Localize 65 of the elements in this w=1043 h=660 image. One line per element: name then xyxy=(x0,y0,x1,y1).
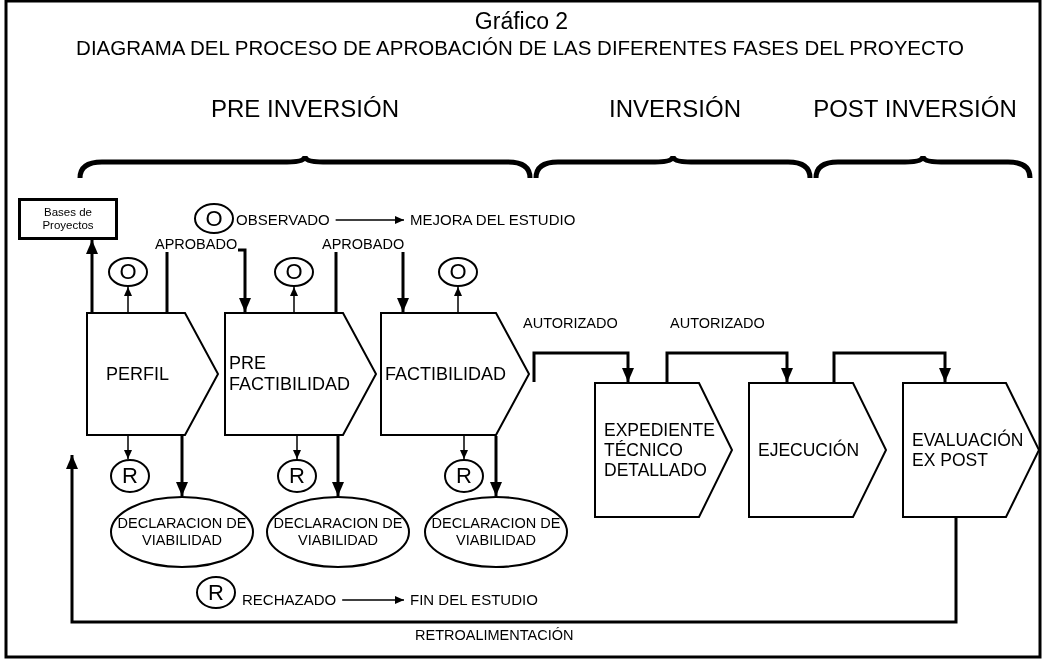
phase-name: EJECUCIÓN xyxy=(758,439,860,461)
phase-name: PRE FACTIBILIDAD xyxy=(229,353,352,395)
status-ellipse xyxy=(444,459,484,493)
phase-label: INVERSIÓN xyxy=(608,94,742,124)
phase-name: EXPEDIENTE TÉCNICO DETALLADO xyxy=(604,419,716,481)
box-text: Bases de Proyectos xyxy=(41,205,95,233)
status-ellipse xyxy=(108,257,148,287)
edge-label: AUTORIZADO xyxy=(522,315,619,331)
status-ellipse xyxy=(274,257,314,287)
arrow xyxy=(66,455,958,624)
status-ellipse xyxy=(194,203,234,234)
edge-label: APROBADO xyxy=(321,236,406,252)
status-letter: O xyxy=(205,205,223,232)
phase-name: EVALUACIÓN EX POST xyxy=(912,429,1025,471)
phase-pentagon xyxy=(902,382,1040,518)
arrow xyxy=(332,436,344,496)
status-ellipse xyxy=(424,496,568,568)
arrow xyxy=(454,286,462,313)
edge-label: RETROALIMENTACIÓN xyxy=(414,627,575,643)
key-text: OBSERVADO xyxy=(236,211,330,229)
phase-pentagon xyxy=(594,382,733,518)
status-ellipse xyxy=(110,496,254,568)
arrow xyxy=(341,596,405,604)
arrow xyxy=(290,286,298,313)
status-ellipse xyxy=(438,257,478,287)
status-letter: R xyxy=(289,463,305,489)
status-ellipse xyxy=(196,576,236,609)
phase-pentagon xyxy=(86,312,219,436)
diagram-title: Gráfico 2 xyxy=(473,8,570,35)
status-letter: R xyxy=(208,579,224,606)
phase-label: PRE INVERSIÓN xyxy=(209,94,400,124)
status-letter: O xyxy=(119,259,137,285)
arrow xyxy=(490,436,502,496)
arrow xyxy=(124,435,132,460)
arrow xyxy=(532,351,634,382)
status-ellipse xyxy=(110,459,150,493)
status-letter: O xyxy=(449,259,467,285)
arrow xyxy=(124,286,132,313)
key-text: FIN DEL ESTUDIO xyxy=(410,591,538,609)
phase-name: FACTIBILIDAD xyxy=(385,363,507,385)
status-letter: O xyxy=(285,259,303,285)
status-letter: R xyxy=(122,463,138,489)
arrow xyxy=(460,435,468,460)
status-ellipse xyxy=(277,459,317,493)
source-box xyxy=(18,198,118,240)
status-ellipse xyxy=(266,496,410,568)
key-text: MEJORA DEL ESTUDIO xyxy=(410,211,576,229)
arrow xyxy=(176,436,188,496)
edge-label: AUTORIZADO xyxy=(669,315,766,331)
phase-pentagon xyxy=(224,312,377,436)
key-text: RECHAZADO xyxy=(242,591,337,609)
arrow xyxy=(86,240,98,312)
edge-label: APROBADO xyxy=(154,236,239,252)
arrow xyxy=(665,351,793,382)
status-letter: R xyxy=(456,463,472,489)
status-text: DECLARACION DE VIABILIDAD xyxy=(272,515,404,549)
phase-pentagon xyxy=(748,382,887,518)
arrow xyxy=(334,216,405,224)
phase-name: PERFIL xyxy=(106,363,170,385)
phase-label: POST INVERSIÓN xyxy=(812,94,1018,124)
arrow xyxy=(832,351,951,382)
arrow xyxy=(293,435,301,460)
diagram-heading: DIAGRAMA DEL PROCESO DE APROBACIÓN DE LAS DIFERENTES FASES DEL PROYECTO xyxy=(75,35,965,61)
status-text: DECLARACION DE VIABILIDAD xyxy=(116,515,248,549)
status-text: DECLARACION DE VIABILIDAD xyxy=(430,515,562,549)
